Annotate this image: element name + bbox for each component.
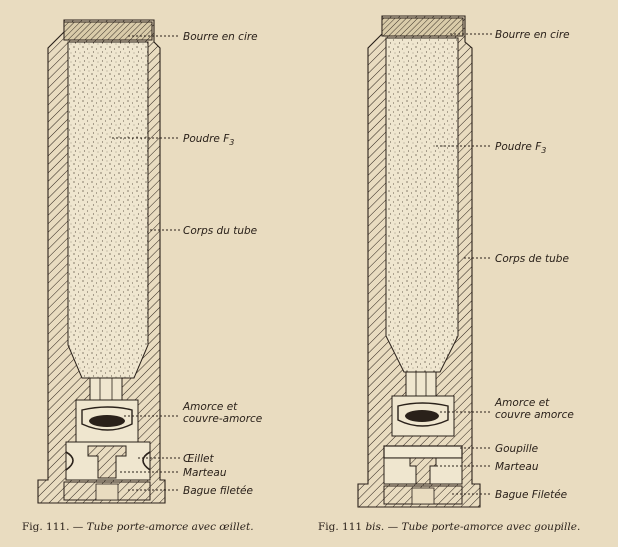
label-primer-line1: Amorce et — [182, 401, 238, 413]
pin — [383, 445, 463, 459]
label-threaded-ring: Bague filetée — [183, 485, 253, 497]
figure-111-bis-caption: Fig. 111 bis. — Tube porte-amorce avec g… — [318, 521, 580, 533]
label-eyelet: Œillet — [183, 453, 214, 465]
figure-111-bis-drawing — [357, 15, 481, 508]
figure-111-labels: Bourre en cire Poudre F3 Corps du tube A… — [182, 31, 262, 497]
label-primer-line2: couvre-amorce — [183, 413, 262, 425]
label-primer-line1-bis: Amorce et — [494, 397, 550, 409]
powder-chamber — [67, 41, 149, 379]
powder-chamber-bis — [385, 37, 459, 373]
figure-111-drawing — [37, 19, 166, 504]
wax-plug-bis — [381, 17, 464, 37]
eyelet-left — [65, 451, 74, 471]
label-powder-bis: Poudre F3 — [495, 141, 546, 155]
label-hammer-bis: Marteau — [495, 461, 539, 473]
label-tube-body-bis: Corps de tube — [495, 253, 569, 265]
label-threaded-ring-bis: Bague Filetée — [495, 489, 567, 501]
figure-111-bis-labels: Bourre en cire Poudre F3 Corps de tube A… — [494, 29, 574, 501]
flash-channel-bis — [405, 371, 437, 397]
label-wax-plug: Bourre en cire — [183, 31, 258, 43]
flash-channel — [89, 377, 123, 401]
figure-111-caption: Fig. 111. — Tube porte-amorce avec œille… — [22, 521, 254, 533]
wax-plug — [63, 21, 153, 41]
label-primer-line2-bis: couvre amorce — [495, 409, 574, 421]
label-pin: Goupille — [495, 443, 538, 455]
figure-111-leaders — [112, 35, 180, 491]
label-powder: Poudre F3 — [183, 133, 234, 147]
label-tube-body: Corps du tube — [183, 225, 257, 237]
hammer — [87, 445, 127, 479]
primer-charge-bis — [405, 410, 439, 422]
primer-charge — [89, 415, 125, 427]
figure-111-bis-leaders — [432, 33, 492, 495]
eyelet-right — [142, 451, 151, 471]
label-hammer: Marteau — [183, 467, 227, 479]
label-wax-plug-bis: Bourre en cire — [495, 29, 570, 41]
hammer-bis — [409, 457, 437, 485]
